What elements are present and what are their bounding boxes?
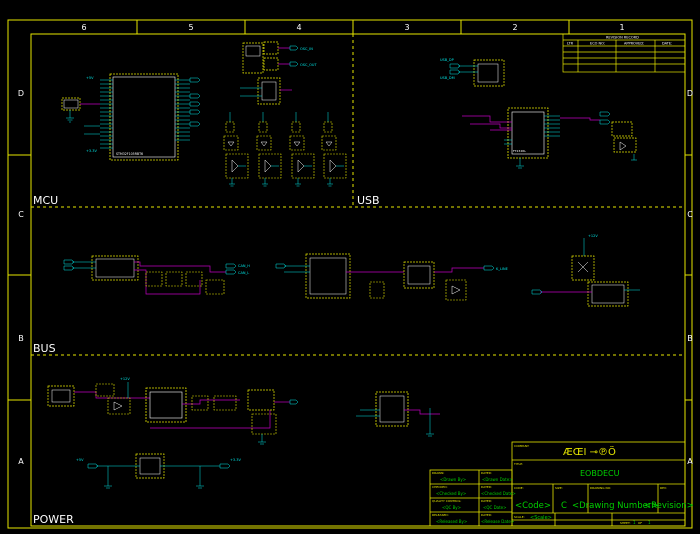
section-label-power: POWER (33, 513, 74, 526)
drawing-number-value: <Drawing Number> (572, 501, 658, 511)
qc-by-value: <QC By> (442, 505, 461, 510)
released-caption: RELEASED: (432, 513, 449, 517)
checked-by-value: <Checked By> (436, 491, 466, 496)
osc-in-label: OSC_IN (300, 47, 313, 51)
bus-section: CAN_H CAN_L K_LINE +12V (63, 234, 640, 307)
usb-dp-label: USB_DP (440, 58, 454, 62)
mcu-section: STM32F105RBT6 +5V +3.3V OSC_IN OSC_OUT (61, 41, 347, 187)
section-label-bus: BUS (33, 342, 56, 355)
dated-caption-1: DATED: (481, 471, 492, 475)
release-date-value: <Release Date> (481, 519, 514, 524)
rev-caption: REV: (660, 486, 667, 490)
dated-caption-3: DATED: (481, 499, 492, 503)
title-block-logo: ÆŒI ⊸℗Ö (563, 445, 616, 458)
col-label-6: 6 (81, 23, 86, 32)
revision-header: REVISION RECORD (606, 36, 639, 40)
row-label-a-right: A (687, 457, 693, 466)
col-label-3: 3 (404, 23, 409, 32)
revision-value: <Revision> (644, 501, 694, 511)
bus-12v-label: +12V (588, 234, 598, 238)
company-caption: COMPANY: (514, 444, 529, 448)
released-by-value: <Released By> (436, 519, 467, 524)
row-label-b-right: B (687, 334, 693, 343)
size-caption: SIZE: (555, 486, 563, 490)
dated-caption-4: DATED: (481, 513, 492, 517)
usb-section: USB_DP USB_DM FT232RL (440, 58, 637, 169)
section-label-mcu: MCU (33, 194, 58, 207)
checked-caption: CHECKED: (432, 485, 448, 489)
size-value: C (561, 501, 567, 511)
code-value: <Code> (515, 501, 551, 511)
col-label-1: 1 (619, 23, 624, 32)
row-label-c-right: C (687, 210, 693, 219)
revision-col-eco: ECO NO: (590, 42, 605, 46)
row-label-b: B (18, 334, 24, 343)
mcu-part-label: STM32F105RBT6 (116, 152, 143, 156)
checked-date-value: <Checked Date> (481, 491, 516, 496)
k-line-label: K_LINE (496, 267, 508, 271)
section-dividers (31, 34, 685, 356)
drawing-title: EOBDECU (580, 469, 620, 478)
sheet-value: 1 (633, 520, 636, 525)
code-caption: CODE: (514, 486, 524, 490)
power-section: +12V +5V +3.3V (47, 377, 440, 489)
mcu-net-5v: +5V (86, 76, 94, 80)
revision-col-approved: APPROVED: (624, 42, 644, 46)
revision-col-ltr: LTR (567, 42, 574, 46)
col-label-5: 5 (188, 23, 193, 32)
power-33v-label: +3.3V (230, 458, 241, 462)
revision-table: REVISION RECORD LTR ECO NO: APPROVED: DA… (562, 33, 686, 73)
scale-caption: SCALE: (514, 515, 525, 519)
revision-col-date: DATE: (662, 42, 672, 46)
row-label-d: D (18, 89, 24, 98)
drawing-no-caption: DRAWING NO: (590, 486, 611, 490)
qc-caption: QUALITY CONTROL: (432, 499, 461, 503)
can-h-label: CAN_H (238, 264, 250, 268)
of-caption: OF (638, 521, 642, 525)
osc-out-label: OSC_OUT (300, 63, 317, 67)
col-label-2: 2 (512, 23, 517, 32)
qc-date-value: <QC Date> (483, 505, 506, 510)
scale-value: <Scale> (530, 515, 552, 521)
drawn-caption: DRAWN: (432, 471, 444, 475)
section-label-usb: USB (357, 194, 380, 207)
row-label-a: A (18, 457, 24, 466)
row-label-d-right: D (687, 89, 693, 98)
usb-dm-label: USB_DM (440, 76, 455, 80)
of-value: 1 (648, 520, 651, 525)
drawn-by-value: <Drawn By> (440, 477, 466, 482)
title-caption: TITLE: (513, 462, 523, 466)
col-label-4: 4 (296, 23, 301, 32)
drawing-frame (7, 19, 693, 529)
drawn-date-value: <Drawn Date> (482, 477, 513, 482)
usb-part-label: FT232RL (513, 149, 526, 153)
power-5v-label: +5V (76, 458, 84, 462)
dated-caption-2: DATED: (481, 485, 492, 489)
sheet-caption: SHEET: (620, 521, 630, 525)
power-12v-label: +12V (120, 377, 130, 381)
title-block: ÆŒI ⊸℗Ö TITLE: EOBDECU COMPANY: CODE: SI… (429, 441, 694, 527)
row-label-c: C (18, 210, 24, 219)
led-drivers (223, 112, 347, 187)
can-l-label: CAN_L (238, 271, 249, 275)
mcu-net-33v: +3.3V (86, 149, 97, 153)
